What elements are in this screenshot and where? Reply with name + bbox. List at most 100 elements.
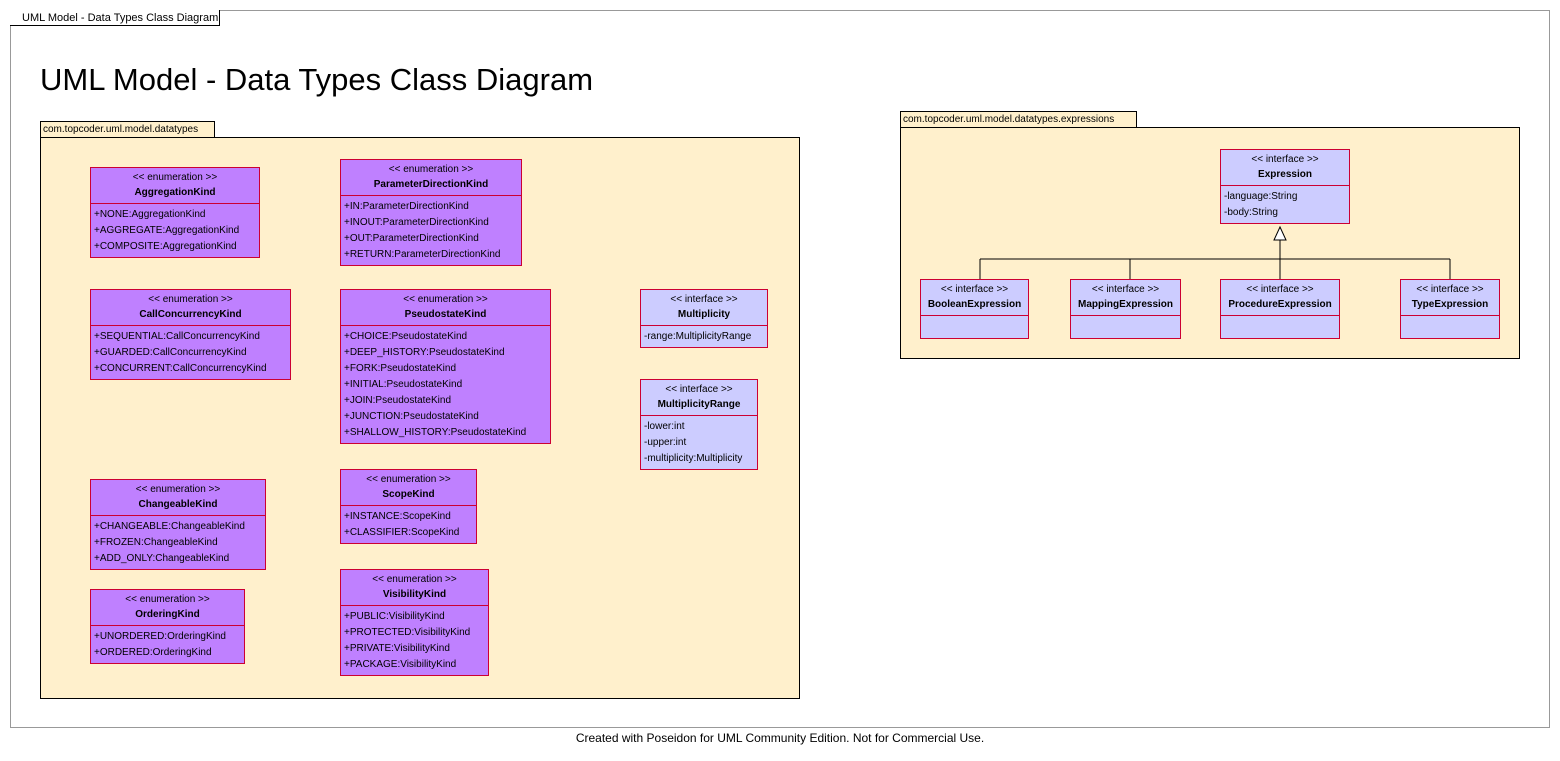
stereotype-label: << enumeration >> — [125, 594, 210, 605]
class-name: Multiplicity — [677, 309, 731, 320]
stereotype-label: << interface >> — [670, 294, 738, 305]
class-boolean-expression[interactable]: << interface >> BooleanExpression — [920, 279, 1029, 339]
footer-watermark: Created with Poseidon for UML Community … — [575, 731, 985, 745]
attribute-compartment — [1401, 316, 1499, 338]
stereotype-label: << enumeration >> — [403, 294, 488, 305]
attribute-compartment — [1071, 316, 1180, 338]
package-tab-expressions[interactable]: com.topcoder.uml.model.datatypes.express… — [900, 111, 1137, 127]
diagram-frame-tab[interactable]: UML Model - Data Types Class Diagram — [10, 10, 220, 26]
stereotype-label: << interface >> — [1416, 284, 1484, 295]
attribute: +UNORDERED:OrderingKind — [94, 631, 226, 642]
attribute: +INSTANCE:ScopeKind — [344, 511, 451, 522]
class-name: CallConcurrencyKind — [139, 309, 242, 320]
attribute-compartment — [921, 316, 1028, 338]
attribute: -body:String — [1224, 207, 1278, 218]
class-header: << interface >> MultiplicityRange — [641, 380, 757, 416]
class-name: ChangeableKind — [138, 499, 218, 510]
attribute: +CLASSIFIER:ScopeKind — [344, 527, 460, 538]
attribute: +FROZEN:ChangeableKind — [94, 537, 218, 548]
attribute: +CHANGEABLE:ChangeableKind — [94, 521, 245, 532]
class-header: << enumeration >> ChangeableKind — [91, 480, 265, 516]
class-name: ScopeKind — [382, 489, 435, 500]
attribute: +ORDERED:OrderingKind — [94, 647, 212, 658]
class-header: << interface >> BooleanExpression — [921, 280, 1028, 316]
class-pseudostate-kind[interactable]: << enumeration >> PseudostateKind +CHOIC… — [340, 289, 551, 444]
attribute-compartment: +SEQUENTIAL:CallConcurrencyKind +GUARDED… — [91, 326, 290, 379]
attribute: +AGGREGATE:AggregationKind — [94, 225, 240, 236]
attribute-compartment: -language:String -body:String — [1221, 186, 1349, 223]
attribute: +RETURN:ParameterDirectionKind — [344, 249, 501, 260]
package-tab-datatypes[interactable]: com.topcoder.uml.model.datatypes — [40, 121, 215, 137]
attribute: -lower:int — [644, 421, 685, 432]
stereotype-label: << enumeration >> — [388, 164, 474, 175]
attribute-compartment — [1221, 316, 1339, 338]
class-scope-kind[interactable]: << enumeration >> ScopeKind +INSTANCE:Sc… — [340, 469, 477, 544]
stereotype-label: << interface >> — [1246, 284, 1314, 295]
stereotype-label: << interface >> — [1251, 154, 1319, 165]
class-name: TypeExpression — [1411, 299, 1489, 310]
diagram-frame — [10, 10, 1550, 728]
class-name: VisibilityKind — [382, 589, 447, 600]
class-header: << interface >> ProcedureExpression — [1221, 280, 1339, 316]
attribute: +PACKAGE:VisibilityKind — [344, 659, 457, 670]
attribute: -upper:int — [644, 437, 687, 448]
stereotype-label: << enumeration >> — [366, 474, 451, 485]
stereotype-label: << enumeration >> — [132, 172, 218, 183]
class-name: PseudostateKind — [404, 309, 487, 320]
attribute: +COMPOSITE:AggregationKind — [94, 241, 237, 252]
attribute-compartment: +NONE:AggregationKind +AGGREGATE:Aggrega… — [91, 204, 259, 257]
attribute: +GUARDED:CallConcurrencyKind — [94, 347, 247, 358]
class-header: << enumeration >> ScopeKind — [341, 470, 476, 506]
stereotype-label: << enumeration >> — [372, 574, 457, 585]
attribute: +NONE:AggregationKind — [94, 209, 206, 220]
attribute: -range:MultiplicityRange — [644, 331, 752, 342]
class-header: << interface >> TypeExpression — [1401, 280, 1499, 316]
generalization-arrowhead — [1273, 225, 1287, 241]
class-name: Expression — [1258, 169, 1312, 180]
class-header: << enumeration >> ParameterDirectionKind — [341, 160, 521, 196]
class-header: << enumeration >> OrderingKind — [91, 590, 244, 626]
stereotype-label: << interface >> — [940, 284, 1009, 295]
class-procedure-expression[interactable]: << interface >> ProcedureExpression — [1220, 279, 1340, 339]
attribute-compartment: +IN:ParameterDirectionKind +INOUT:Parame… — [341, 196, 521, 265]
class-header: << enumeration >> PseudostateKind — [341, 290, 550, 326]
stereotype-label: << enumeration >> — [148, 294, 233, 305]
class-name: MultiplicityRange — [657, 399, 741, 410]
attribute: +INITIAL:PseudostateKind — [344, 379, 463, 390]
class-expression[interactable]: << interface >> Expression -language:Str… — [1220, 149, 1350, 224]
attribute: +CONCURRENT:CallConcurrencyKind — [94, 363, 267, 374]
attribute: +JOIN:PseudostateKind — [344, 395, 452, 406]
attribute: +INOUT:ParameterDirectionKind — [344, 217, 489, 228]
class-visibility-kind[interactable]: << enumeration >> VisibilityKind +PUBLIC… — [340, 569, 489, 676]
attribute: +PUBLIC:VisibilityKind — [344, 611, 445, 622]
class-ordering-kind[interactable]: << enumeration >> OrderingKind +UNORDERE… — [90, 589, 245, 664]
attribute-compartment: -lower:int -upper:int -multiplicity:Mult… — [641, 416, 757, 469]
attribute-compartment: +INSTANCE:ScopeKind +CLASSIFIER:ScopeKin… — [341, 506, 476, 543]
attribute: +PRIVATE:VisibilityKind — [344, 643, 450, 654]
attribute: +IN:ParameterDirectionKind — [344, 201, 469, 212]
class-multiplicity-range[interactable]: << interface >> MultiplicityRange -lower… — [640, 379, 758, 470]
attribute: +SEQUENTIAL:CallConcurrencyKind — [94, 331, 260, 342]
class-header: << interface >> MappingExpression — [1071, 280, 1180, 316]
class-call-concurrency-kind[interactable]: << enumeration >> CallConcurrencyKind +S… — [90, 289, 291, 380]
attribute: +PROTECTED:VisibilityKind — [344, 627, 471, 638]
stereotype-label: << interface >> — [1091, 284, 1160, 295]
class-parameter-direction-kind[interactable]: << enumeration >> ParameterDirectionKind… — [340, 159, 522, 266]
class-multiplicity[interactable]: << interface >> Multiplicity -range:Mult… — [640, 289, 768, 348]
class-name: AggregationKind — [134, 187, 216, 198]
attribute: +ADD_ONLY:ChangeableKind — [94, 553, 230, 564]
class-aggregation-kind[interactable]: << enumeration >> AggregationKind +NONE:… — [90, 167, 260, 258]
attribute: +SHALLOW_HISTORY:PseudostateKind — [344, 427, 527, 438]
class-name: BooleanExpression — [927, 299, 1022, 310]
attribute-compartment: +CHOICE:PseudostateKind +DEEP_HISTORY:Ps… — [341, 326, 550, 443]
class-changeable-kind[interactable]: << enumeration >> ChangeableKind +CHANGE… — [90, 479, 266, 570]
attribute-compartment: -range:MultiplicityRange — [641, 326, 767, 347]
class-name: OrderingKind — [135, 609, 200, 620]
attribute-compartment: +CHANGEABLE:ChangeableKind +FROZEN:Chang… — [91, 516, 265, 569]
class-mapping-expression[interactable]: << interface >> MappingExpression — [1070, 279, 1181, 339]
class-type-expression[interactable]: << interface >> TypeExpression — [1400, 279, 1500, 339]
attribute: -multiplicity:Multiplicity — [644, 453, 743, 464]
diagram-title: UML Model - Data Types Class Diagram — [40, 62, 594, 97]
class-name: ProcedureExpression — [1228, 299, 1332, 310]
attribute: +OUT:ParameterDirectionKind — [344, 233, 479, 244]
